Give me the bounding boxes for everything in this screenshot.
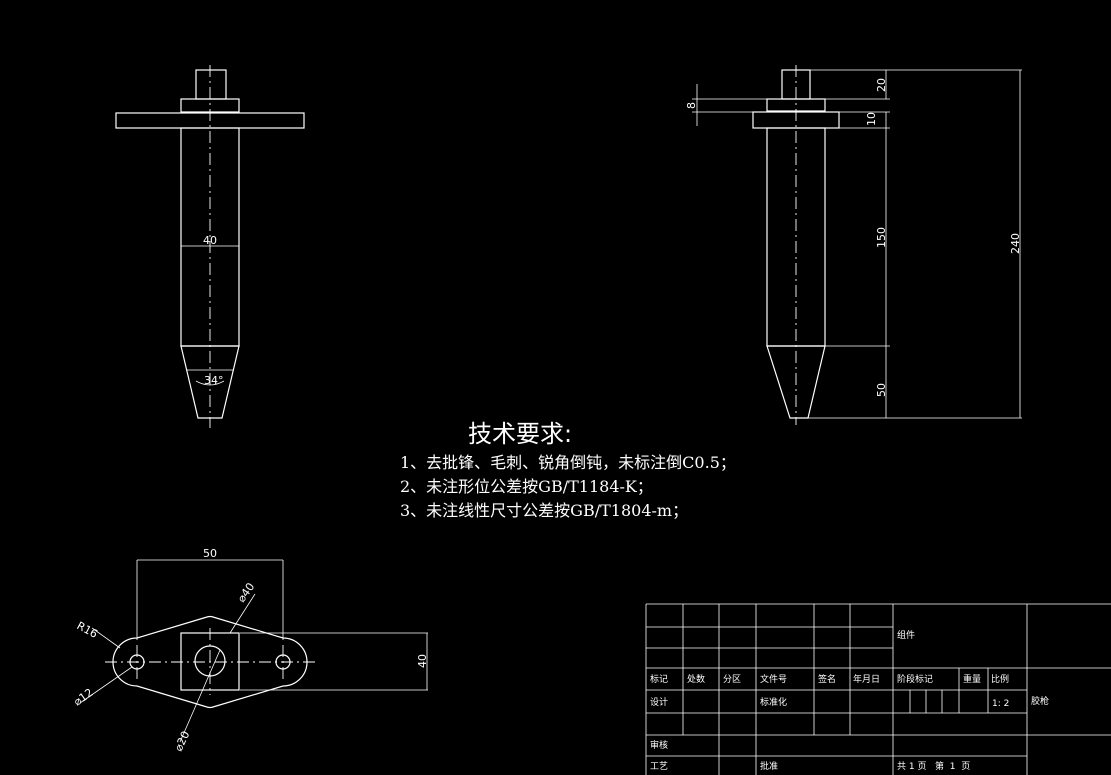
plan-leader-d12: [79, 666, 133, 704]
tb-header-zone: 分区: [723, 674, 741, 685]
plan-view: 50 40 R16 ⌀12 ⌀20 ⌀40: [71, 547, 429, 753]
technical-requirements: 技术要求: 1、去批锋、毛刺、锐角倒钝，未标注倒C0.5； 2、未注形位公差按G…: [400, 420, 736, 520]
side-dim-240: 240: [1009, 233, 1022, 254]
plan-leader-d40: [229, 593, 256, 634]
plan-dim-d20: ⌀20: [172, 729, 192, 753]
tb-design: 设计: [650, 696, 668, 708]
tb-review: 审核: [650, 739, 668, 751]
front-angle-dim: 34°: [204, 374, 224, 387]
tb-sheet-info: 共 1 页 第 1 页: [897, 760, 970, 772]
front-top-stub: [195, 69, 227, 100]
notes-line-1: 1、去批锋、毛刺、锐角倒钝，未标注倒C0.5；: [400, 453, 736, 472]
notes-title: 技术要求:: [468, 420, 572, 448]
front-width-dim: 40: [203, 234, 217, 247]
tb-part-name: 胶枪: [1031, 695, 1049, 707]
plan-leader-r16: [91, 627, 121, 649]
side-dim-8: 8: [685, 102, 698, 109]
tb-stage-mark: 阶段标记: [897, 673, 933, 685]
plan-dim-d12: ⌀12: [71, 686, 95, 708]
tb-scale-label: 比例: [991, 673, 1009, 685]
plan-dim-r16: R16: [75, 619, 100, 641]
side-dim-50: 50: [875, 383, 888, 397]
front-tip: [180, 345, 240, 419]
tb-weight: 重量: [963, 673, 981, 685]
front-view: 40 34°: [115, 65, 305, 428]
tb-standardization: 标准化: [760, 696, 787, 708]
side-dim-10: 10: [865, 112, 878, 126]
notes-line-2: 2、未注形位公差按GB/T1184-K；: [400, 477, 653, 496]
tb-header-date: 年月日: [853, 673, 880, 685]
tb-part-kind: 组件: [897, 629, 915, 641]
side-view: 20 10 150 50 240 8: [685, 65, 1022, 425]
notes-line-3: 3、未注线性尺寸公差按GB/T1804-m；: [400, 501, 688, 520]
front-angle-arc: [195, 380, 225, 386]
title-block: 组件 标记 处数 分区 文件号 签名 年月日 阶段标记 重量 比例 1: 2 胶…: [645, 603, 1111, 775]
tb-scale-value: 1: 2: [992, 699, 1009, 709]
tb-header-sign: 签名: [818, 673, 836, 685]
plan-outline: [112, 615, 308, 709]
tb-header-count: 处数: [687, 673, 705, 685]
plan-leader-d20: [179, 649, 221, 743]
plan-dim-50: 50: [203, 547, 217, 560]
tb-header-file: 文件号: [760, 673, 787, 685]
plan-dim-40: 40: [416, 654, 429, 668]
side-dim-150: 150: [875, 227, 888, 248]
plan-dim-d40: ⌀40: [235, 580, 257, 604]
tb-process: 工艺: [650, 761, 668, 772]
side-dim-20: 20: [875, 78, 888, 92]
tb-header-mark: 标记: [650, 673, 668, 685]
tb-approve: 批准: [760, 760, 778, 772]
